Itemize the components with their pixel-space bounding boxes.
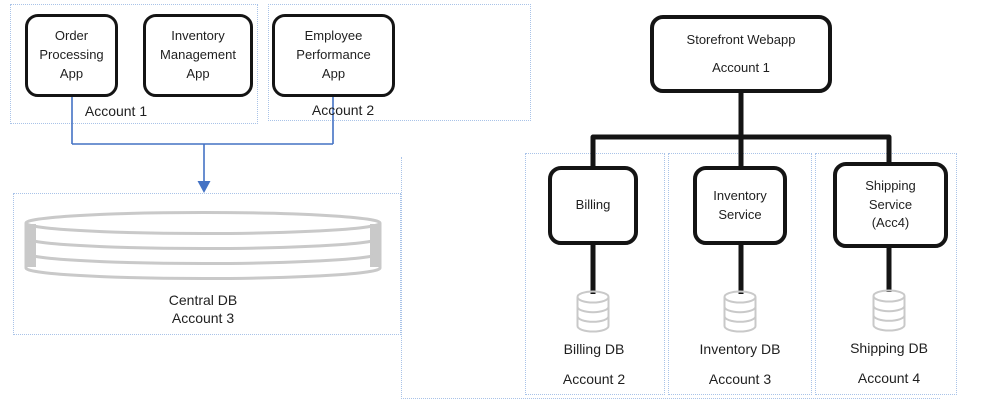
employee-performance-app-box: Employee Performance App <box>272 14 395 97</box>
central-db-account-label: Account 3 <box>171 310 235 326</box>
shipping-db-label: Shipping DB <box>850 340 928 356</box>
shipping-database-cylinder-icon <box>872 289 906 332</box>
billing-account-label: Account 2 <box>562 371 626 387</box>
account2-boundary <box>268 4 531 121</box>
arrowhead-icon <box>197 181 211 193</box>
billing-database-cylinder-icon <box>576 290 610 333</box>
outer-boundary <box>401 157 940 399</box>
storefront-webapp-account: Account 1 <box>712 59 770 75</box>
shipping-column-boundary <box>815 153 957 395</box>
inventory-db-label: Inventory DB <box>699 341 781 357</box>
account2-label: Account 2 <box>311 102 375 118</box>
storefront-webapp-box: Storefront Webapp Account 1 <box>650 15 832 93</box>
order-processing-app-box: Order Processing App <box>25 14 118 97</box>
inventory-service-box: Inventory Service <box>693 166 787 245</box>
left-merge-connector <box>71 97 334 181</box>
account1-boundary <box>10 4 258 124</box>
central-db-label: Central DB <box>168 292 238 308</box>
account3-boundary <box>13 193 401 335</box>
inventory-account-label: Account 3 <box>708 371 772 387</box>
billing-service-box: Billing <box>548 166 638 245</box>
inventory-management-app-box: Inventory Management App <box>143 14 253 97</box>
inventory-database-cylinder-icon <box>723 290 757 333</box>
account1-label: Account 1 <box>84 103 148 119</box>
central-database-cylinder-icon <box>24 211 382 280</box>
shipping-account-label: Account 4 <box>857 370 921 386</box>
shipping-service-box: Shipping Service (Acc4) <box>833 162 948 248</box>
storefront-webapp-title: Storefront Webapp <box>686 31 796 47</box>
billing-db-label: Billing DB <box>563 341 625 357</box>
